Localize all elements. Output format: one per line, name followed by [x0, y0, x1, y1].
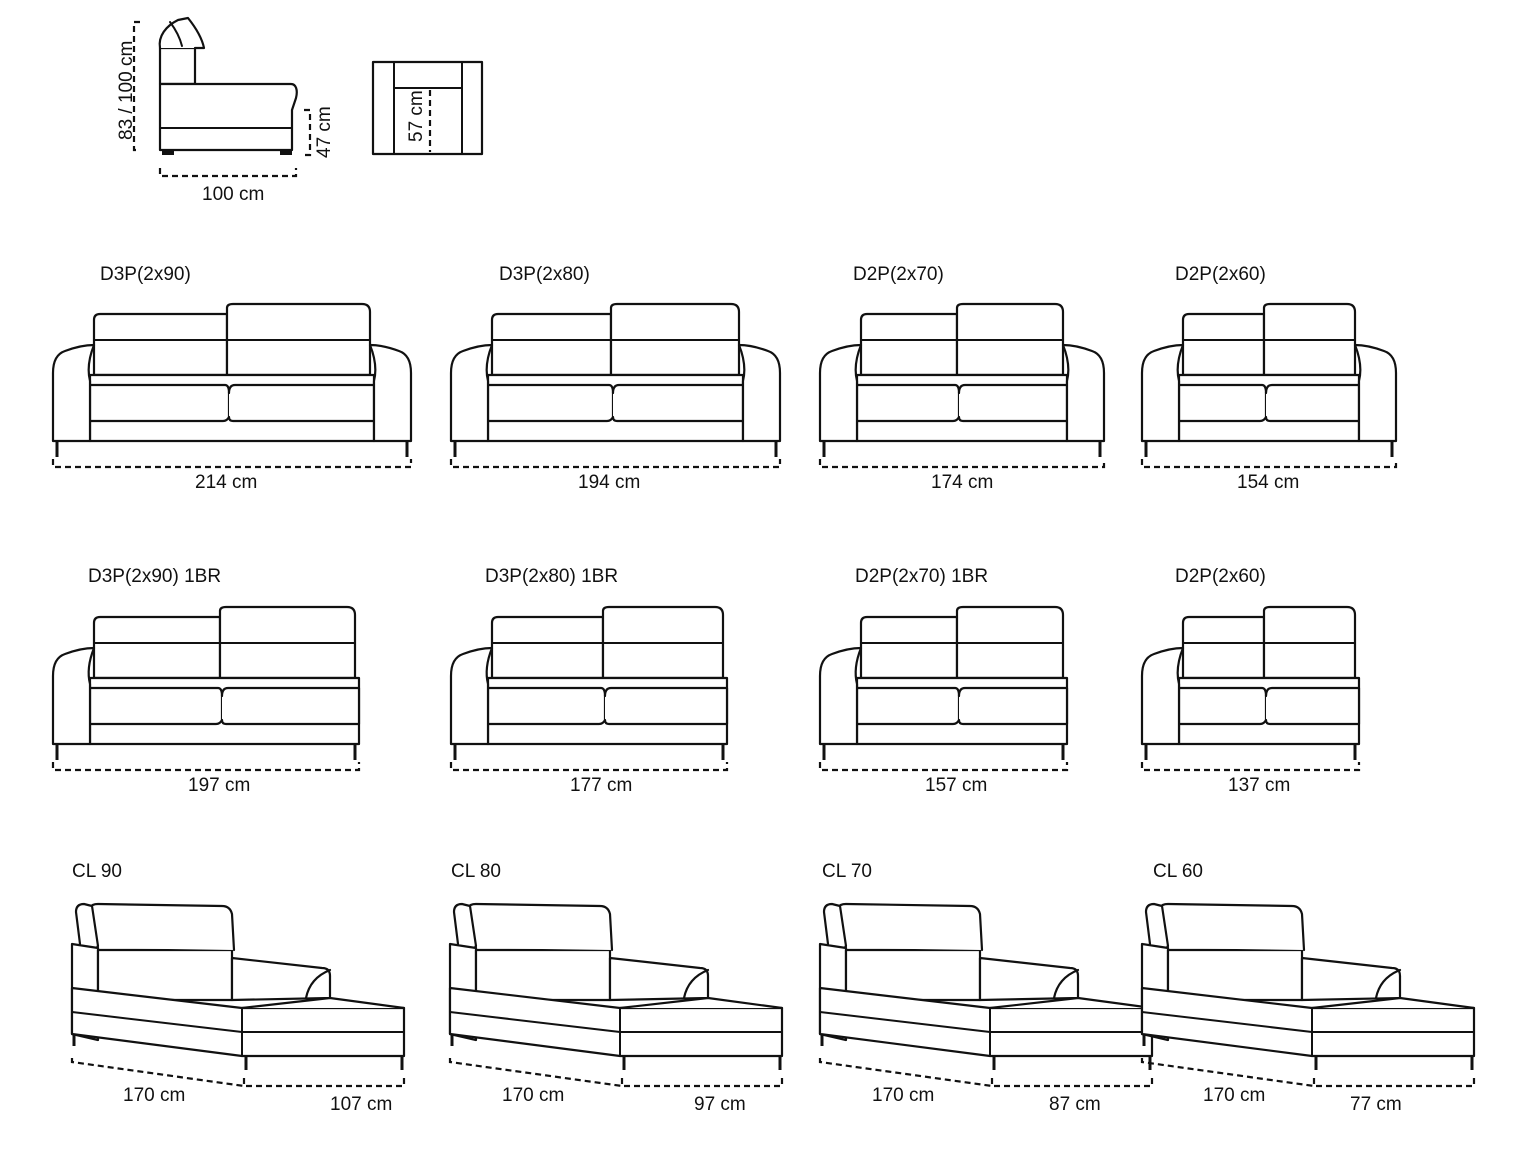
sofa-front-view [449, 302, 782, 469]
length-dimension: 170 cm [1203, 1085, 1265, 1106]
sofa-front-view-one-arm [51, 605, 361, 772]
chaise-longue-diagram [448, 902, 784, 1088]
model-label: D2P(2x70) 1BR [855, 566, 988, 587]
model-label: D3P(2x90) [100, 264, 191, 285]
model-label: D2P(2x60) [1175, 566, 1266, 587]
width-dimension: 177 cm [570, 775, 632, 796]
chaise-longue-diagram [70, 902, 406, 1088]
seat-depth-dimension: 57 cm [406, 90, 427, 142]
sofa-front-view-one-arm [449, 605, 729, 772]
chaise-longue-diagram [818, 902, 1154, 1088]
width-dimension: 97 cm [694, 1094, 746, 1115]
chaise-longue-diagram [1140, 902, 1476, 1088]
width-dimension: 174 cm [931, 472, 993, 493]
sofa-front-view [51, 302, 413, 469]
width-dimension: 157 cm [925, 775, 987, 796]
sofa-front-view-one-arm [1140, 605, 1361, 772]
width-dimension: 154 cm [1237, 472, 1299, 493]
model-label: D2P(2x60) [1175, 264, 1266, 285]
length-dimension: 170 cm [872, 1085, 934, 1106]
width-dimension: 194 cm [578, 472, 640, 493]
model-label: CL 70 [822, 861, 872, 882]
width-dimension: 137 cm [1228, 775, 1290, 796]
top-view-diagram [371, 60, 484, 156]
model-label: D3P(2x80) 1BR [485, 566, 618, 587]
model-label: CL 60 [1153, 861, 1203, 882]
width-dimension: 214 cm [195, 472, 257, 493]
sofa-front-view-one-arm [818, 605, 1069, 772]
sofa-front-view [818, 302, 1106, 469]
seat-height-dimension: 47 cm [314, 106, 335, 158]
model-label: D3P(2x80) [499, 264, 590, 285]
width-dimension: 77 cm [1350, 1094, 1402, 1115]
width-dimension: 87 cm [1049, 1094, 1101, 1115]
length-dimension: 170 cm [502, 1085, 564, 1106]
model-label: CL 90 [72, 861, 122, 882]
length-dimension: 170 cm [123, 1085, 185, 1106]
model-label: D3P(2x90) 1BR [88, 566, 221, 587]
model-label: CL 80 [451, 861, 501, 882]
width-dimension: 197 cm [188, 775, 250, 796]
sofa-front-view [1140, 302, 1398, 469]
height-dimension: 83 / 100 cm [116, 41, 137, 140]
depth-dimension: 100 cm [202, 184, 264, 205]
side-view-diagram [132, 16, 312, 178]
width-dimension: 107 cm [330, 1094, 392, 1115]
model-label: D2P(2x70) [853, 264, 944, 285]
